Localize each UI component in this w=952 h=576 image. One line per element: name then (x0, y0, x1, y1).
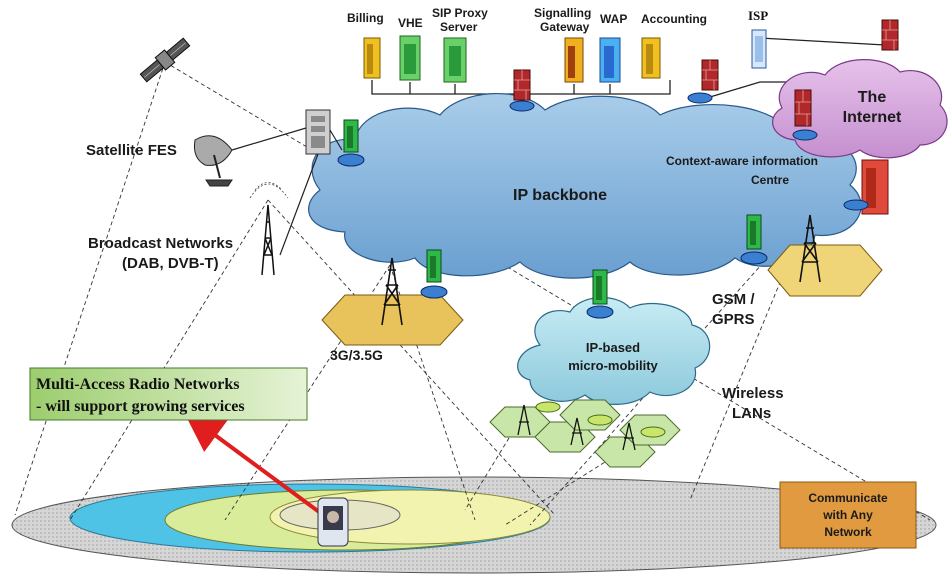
radio-tower-icon (261, 204, 275, 276)
broadcast-label-1: Broadcast Networks (88, 235, 233, 252)
server-icon (443, 37, 467, 83)
radio-tower-icon (799, 214, 821, 283)
radio-tower-icon (381, 257, 403, 326)
micro-label-2: micro-mobility (568, 358, 658, 373)
internet-label-1: The (858, 89, 887, 106)
multi-access-label-1: Multi-Access Radio Networks (36, 376, 240, 393)
hexagon-gsm (767, 244, 883, 297)
server-icon (343, 119, 359, 153)
server-icon (363, 37, 381, 79)
firewall-icon (881, 19, 899, 51)
router-icon (535, 401, 666, 438)
firewall-icon (701, 59, 719, 91)
sip-proxy-label-1: SIP Proxy (432, 6, 488, 20)
server-icon (399, 35, 421, 81)
accounting-label: Accounting (641, 12, 707, 26)
signalling-label-1: Signalling (534, 6, 591, 20)
firewall-icon (794, 89, 812, 127)
firewall-icon (513, 69, 531, 101)
server-icon (641, 37, 661, 79)
signalling-label-2: Gateway (540, 20, 590, 34)
broadcast-label-2: (DAB, DVB-T) (122, 255, 219, 272)
satellite-dish-icon (194, 127, 307, 187)
internet-label-2: Internet (843, 109, 902, 126)
server-icon (426, 249, 442, 283)
g3-label: 3G/3.5G (330, 347, 383, 363)
server-icon (599, 37, 621, 83)
server-icon (592, 269, 608, 305)
context-label-2: Centre (751, 173, 789, 187)
router-icon (337, 92, 869, 319)
server-icon (746, 214, 762, 250)
satellite-fes-label: Satellite FES (86, 142, 177, 159)
ip-backbone-label: IP backbone (513, 187, 607, 204)
communicate-label-3: Network (824, 525, 872, 539)
communicate-label-1: Communicate (808, 491, 888, 505)
hexagon-3g (321, 294, 464, 346)
server-icon (564, 37, 584, 83)
multi-access-callout (29, 367, 308, 421)
isp-label: ISP (748, 8, 768, 23)
satellite-icon (139, 37, 191, 83)
vhe-label: VHE (398, 16, 423, 30)
billing-label: Billing (347, 11, 384, 25)
wlan-label-1: Wireless (722, 385, 784, 402)
micro-label-1: IP-based (586, 340, 640, 355)
context-label-1: Context-aware information (666, 154, 818, 168)
wlan-label-2: LANs (732, 405, 771, 422)
communicate-label-2: with Any (822, 508, 873, 522)
radio-tower-icon (517, 404, 636, 451)
coverage-lines (14, 61, 931, 526)
sip-proxy-label-2: Server (440, 20, 478, 34)
arrow-to-callout (183, 412, 332, 522)
mobile-phone-icon (317, 497, 349, 547)
base-station-icon (279, 109, 343, 256)
gsm-label-1: GSM / (712, 291, 755, 308)
server-icon (751, 29, 767, 69)
multi-access-label-2: - will support growing services (36, 398, 245, 415)
wap-label: WAP (600, 12, 627, 26)
communicate-box (779, 481, 917, 549)
micro-mobility-cloud (517, 296, 711, 405)
gsm-label-2: GPRS (712, 311, 755, 328)
